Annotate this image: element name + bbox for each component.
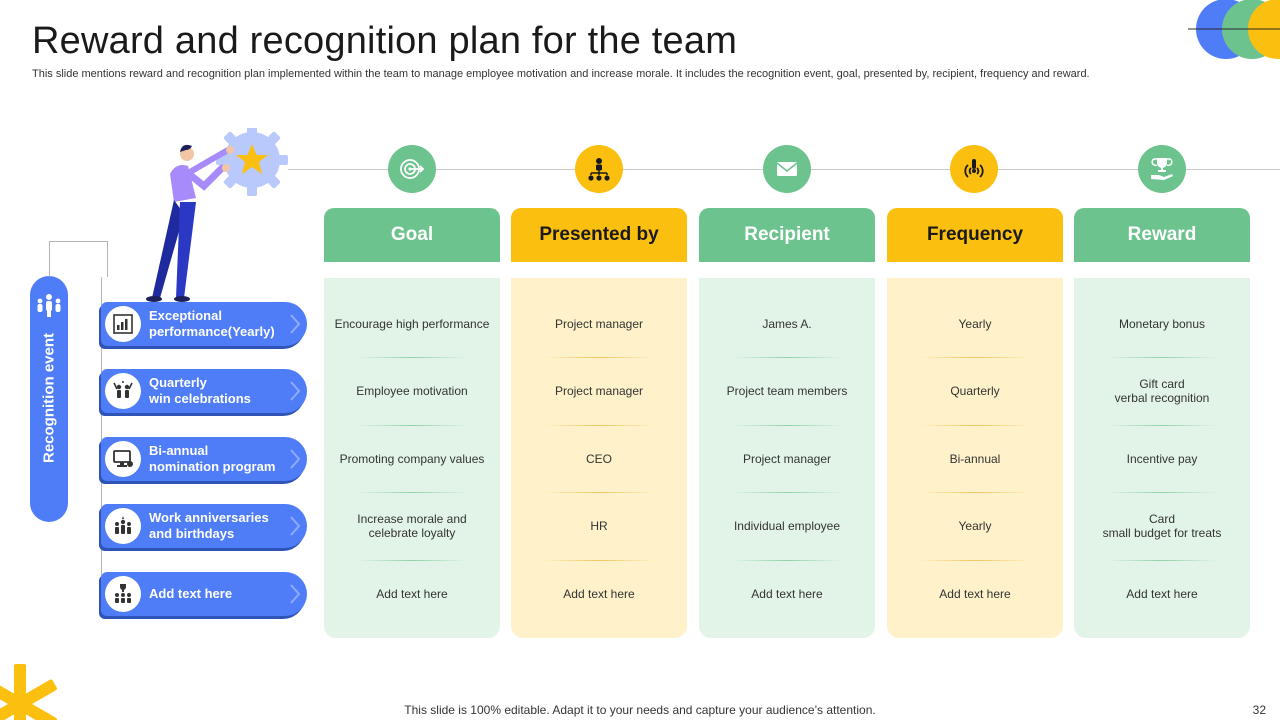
recipient-column-icon	[763, 145, 811, 193]
team-party-icon	[105, 508, 141, 544]
recognition-event-label: Recognition event	[40, 332, 58, 464]
slide-title: Reward and recognition plan for the team	[32, 20, 738, 62]
table-cell: Project team members	[726, 384, 848, 398]
celebration-icon	[105, 373, 141, 409]
table-cell: Monetary bonus	[1118, 317, 1206, 331]
table-cell: Bi-annual	[949, 452, 1001, 466]
hierarchy-icon	[588, 158, 610, 181]
table-cell: Card small budget for treats	[1102, 512, 1222, 540]
column-body-recipient: James A. Project team members Project ma…	[699, 278, 875, 638]
row-divider	[732, 357, 842, 358]
table-cell: Yearly	[958, 317, 992, 331]
table-cell: Add text here	[939, 587, 1011, 601]
envelope-icon	[776, 162, 798, 176]
table-cell: Add text here	[563, 587, 635, 601]
column-header-goal: Goal	[324, 208, 500, 262]
chevron-right-icon	[290, 516, 301, 536]
column-body-presented-by: Project manager Project manager CEO HR A…	[511, 278, 687, 638]
decorative-circles-icon	[1188, 0, 1280, 59]
row-divider	[732, 425, 842, 426]
chevron-right-icon	[290, 584, 301, 604]
row-divider	[1107, 492, 1217, 493]
row-divider	[357, 560, 467, 561]
event-label: Bi-annual nomination program	[149, 443, 276, 474]
table-cell: Gift card verbal recognition	[1114, 377, 1210, 405]
page-number: 32	[1252, 703, 1266, 717]
performance-chart-icon	[105, 306, 141, 342]
reward-column-icon	[1138, 145, 1186, 193]
presented-by-column-icon	[575, 145, 623, 193]
target-icon	[400, 159, 425, 179]
column-header-frequency: Frequency	[887, 208, 1063, 262]
column-body-reward: Monetary bonus Gift card verbal recognit…	[1074, 278, 1250, 638]
chevron-right-icon	[290, 314, 301, 334]
column-body-frequency: Yearly Quarterly Bi-annual Yearly Add te…	[887, 278, 1063, 638]
event-label: Exceptional performance(Yearly)	[149, 308, 275, 339]
signal-hand-icon	[964, 159, 984, 178]
row-divider	[732, 492, 842, 493]
person-with-star-gear-illustration	[146, 128, 288, 302]
slide-subtitle: This slide mentions reward and recogniti…	[32, 68, 1090, 80]
table-cell: Encourage high performance	[334, 317, 490, 331]
event-row-work-anniversaries: Work anniversaries and birthdays	[101, 504, 307, 548]
table-cell: Project manager	[554, 317, 644, 331]
table-cell: Add text here	[751, 587, 823, 601]
row-divider	[544, 492, 654, 493]
computer-nomination-icon	[105, 441, 141, 477]
row-divider	[357, 357, 467, 358]
table-cell: Incentive pay	[1126, 452, 1198, 466]
group-people-icon	[37, 294, 61, 317]
row-divider	[1107, 357, 1217, 358]
row-divider	[357, 425, 467, 426]
goal-column-icon	[388, 145, 436, 193]
event-label: Add text here	[149, 586, 233, 601]
footer-note: This slide is 100% editable. Adapt it to…	[404, 703, 876, 717]
recognition-event-pill	[30, 276, 68, 522]
table-cell: Add text here	[376, 587, 448, 601]
trophy-hand-icon	[1151, 158, 1173, 180]
row-divider	[920, 357, 1030, 358]
decorative-starburst-icon	[0, 664, 57, 720]
row-divider	[920, 560, 1030, 561]
row-divider	[920, 425, 1030, 426]
column-body-goal: Encourage high performance Employee moti…	[324, 278, 500, 638]
table-cell: Employee motivation	[356, 384, 468, 398]
row-divider	[920, 492, 1030, 493]
row-divider	[1107, 560, 1217, 561]
column-header-reward: Reward	[1074, 208, 1250, 262]
row-divider	[544, 560, 654, 561]
column-header-recipient: Recipient	[699, 208, 875, 262]
table-cell: Yearly	[958, 519, 992, 533]
row-divider	[357, 492, 467, 493]
event-row-bi-annual-nomination: Bi-annual nomination program	[101, 437, 307, 481]
event-row-exceptional-performance: Exceptional performance(Yearly)	[101, 302, 307, 346]
event-label: Work anniversaries and birthdays	[149, 510, 269, 541]
event-row-add-text: Add text here	[101, 572, 307, 616]
event-row-quarterly-win: Quarterly win celebrations	[101, 369, 307, 413]
award-team-icon	[105, 576, 141, 612]
table-cell: Increase morale and celebrate loyalty	[357, 512, 467, 540]
bracket-top-connector	[49, 241, 108, 277]
frequency-column-icon	[950, 145, 998, 193]
table-cell: Project manager	[554, 384, 644, 398]
row-divider	[544, 425, 654, 426]
column-header-presented-by: Presented by	[511, 208, 687, 262]
table-cell: Project manager	[742, 452, 832, 466]
row-divider	[1107, 425, 1217, 426]
chevron-right-icon	[290, 449, 301, 469]
table-cell: Promoting company values	[339, 452, 485, 466]
table-cell: Individual employee	[733, 519, 841, 533]
table-cell: Quarterly	[950, 384, 1000, 398]
row-divider	[732, 560, 842, 561]
table-cell: Add text here	[1126, 587, 1198, 601]
table-cell: James A.	[762, 317, 812, 331]
table-cell: HR	[590, 519, 608, 533]
chevron-right-icon	[290, 381, 301, 401]
row-divider	[544, 357, 654, 358]
event-label: Quarterly win celebrations	[149, 375, 251, 406]
table-cell: CEO	[585, 452, 612, 466]
